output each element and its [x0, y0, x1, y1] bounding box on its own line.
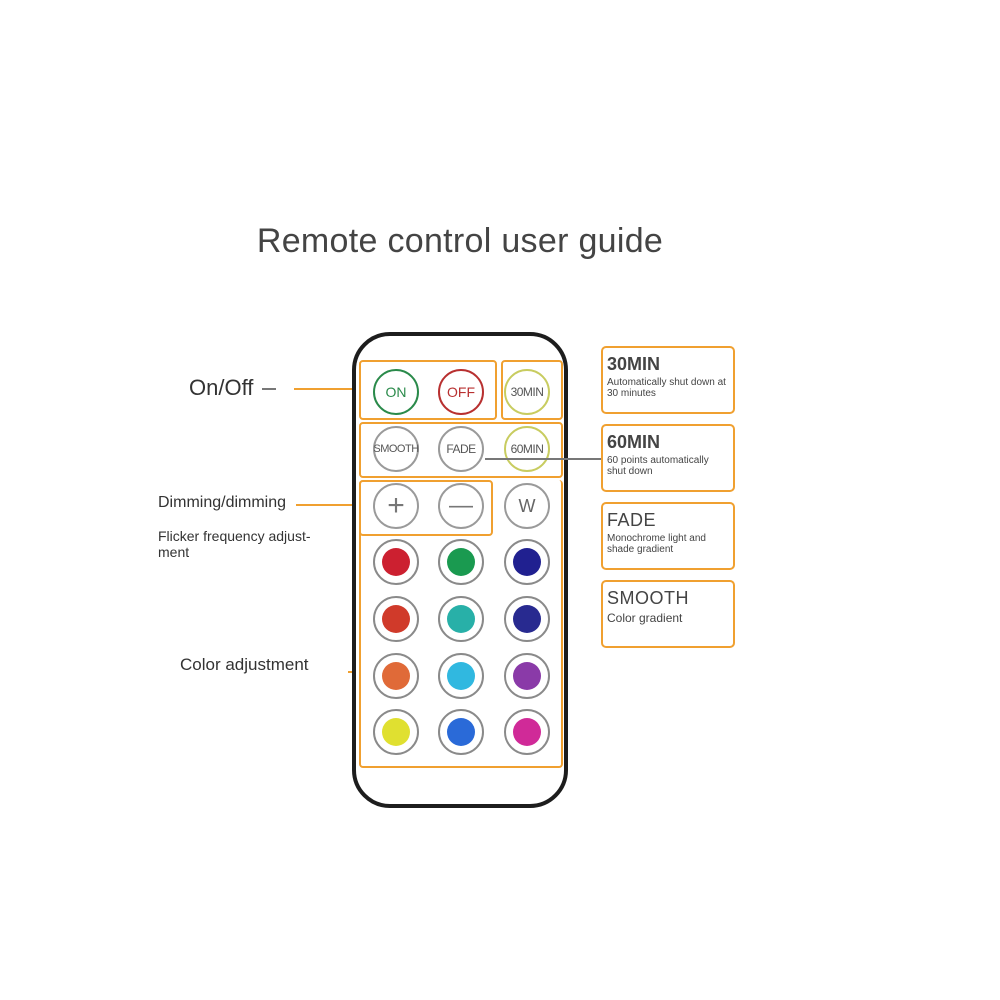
color-swatch: [447, 605, 475, 633]
color-button-r2-c1[interactable]: [373, 596, 419, 642]
fade-button[interactable]: FADE: [438, 426, 484, 472]
card-60min-desc: 60 points automatically shut down: [607, 455, 709, 477]
card-60min-title: 60MIN: [607, 432, 661, 452]
color-button-r4-c2[interactable]: [438, 709, 484, 755]
fade-connector: [485, 458, 602, 460]
dimming-label: Dimming/dimming: [158, 494, 287, 511]
color-button-r1-c1[interactable]: [373, 539, 419, 585]
color-button-r1-c2[interactable]: [438, 539, 484, 585]
card-fade-desc: Monochrome light and shade gradient: [607, 533, 706, 555]
color-swatch: [382, 662, 410, 690]
color-swatch: [513, 548, 541, 576]
remote-control: ON OFF 30MIN SMOOTH FADE 60MIN + — W: [352, 332, 568, 808]
card-60min: 60MIN 60 points automatically shut down: [601, 424, 735, 492]
off-button[interactable]: OFF: [438, 369, 484, 415]
card-30min: 30MIN Automatically shut down at 30 minu…: [601, 346, 735, 414]
color-swatch: [447, 718, 475, 746]
on-off-label: On/Off: [189, 375, 254, 400]
color-button-r3-c1[interactable]: [373, 653, 419, 699]
on-off-connector: [294, 388, 360, 390]
page-title: Remote control user guide: [256, 222, 664, 260]
mode-group: [359, 422, 563, 478]
color-button-r2-c3[interactable]: [504, 596, 550, 642]
brightness-up-button[interactable]: +: [373, 483, 419, 529]
color-button-r3-c3[interactable]: [504, 653, 550, 699]
color-swatch: [513, 662, 541, 690]
brightness-down-button[interactable]: —: [438, 483, 484, 529]
color-button-r4-c1[interactable]: [373, 709, 419, 755]
color-adjustment-label: Color adjustment: [180, 655, 309, 674]
color-swatch: [382, 548, 410, 576]
color-button-r2-c2[interactable]: [438, 596, 484, 642]
smooth-button[interactable]: SMOOTH: [373, 426, 419, 472]
card-30min-title: 30MIN: [607, 354, 661, 374]
60min-button[interactable]: 60MIN: [504, 426, 550, 472]
color-button-r4-c3[interactable]: [504, 709, 550, 755]
card-smooth-title: SMOOTH: [607, 588, 689, 608]
on-off-tick: [262, 388, 276, 390]
card-smooth-desc: Color gradient: [607, 611, 683, 625]
30min-button[interactable]: 30MIN: [504, 369, 550, 415]
card-30min-desc: Automatically shut down at 30 minutes: [607, 377, 726, 399]
color-swatch: [447, 548, 475, 576]
on-off-group: [359, 360, 497, 420]
color-swatch: [447, 662, 475, 690]
white-button[interactable]: W: [504, 483, 550, 529]
color-button-r3-c2[interactable]: [438, 653, 484, 699]
on-button[interactable]: ON: [373, 369, 419, 415]
flicker-label: Flicker frequency adjust- ment: [158, 528, 311, 560]
color-swatch: [382, 718, 410, 746]
card-fade: FADE Monochrome light and shade gradient: [601, 502, 735, 570]
color-swatch: [513, 605, 541, 633]
color-group: [359, 480, 563, 768]
color-button-r1-c3[interactable]: [504, 539, 550, 585]
dimming-connector: [296, 504, 360, 506]
timer-group: [501, 360, 563, 420]
color-swatch: [513, 718, 541, 746]
color-swatch: [382, 605, 410, 633]
card-fade-title: FADE: [607, 510, 657, 530]
card-smooth: SMOOTH Color gradient: [601, 580, 735, 648]
